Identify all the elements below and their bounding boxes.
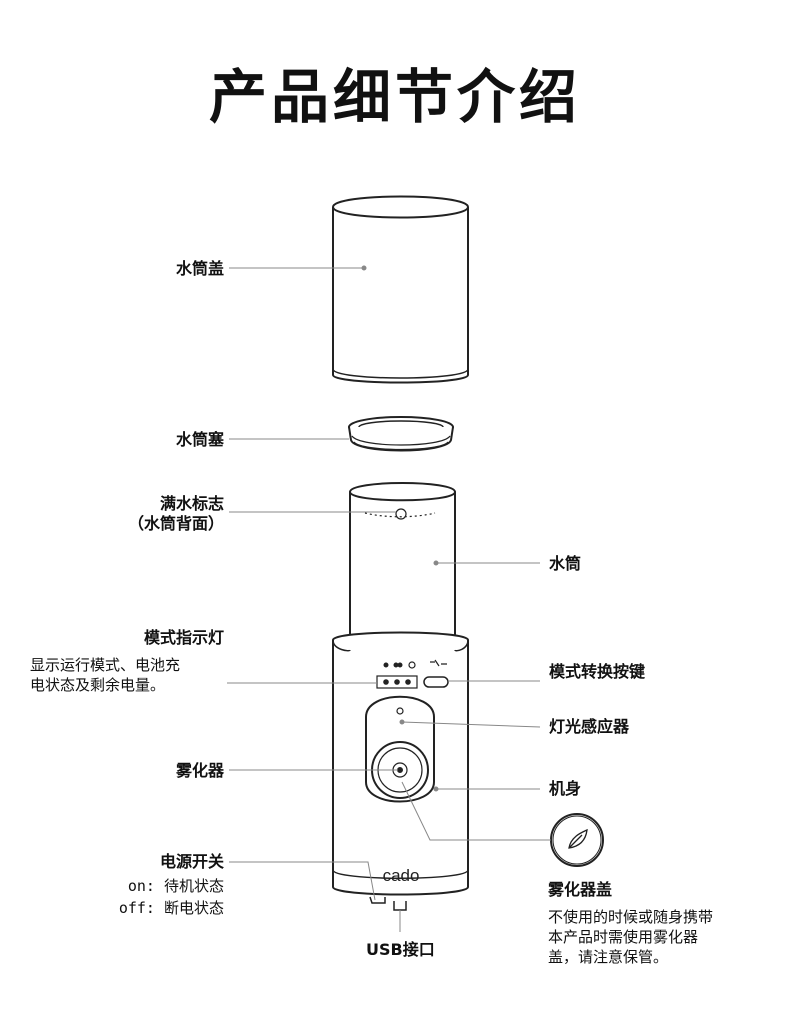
atomizer-cover-desc-1: 不使用的时候或随身携带 <box>548 908 714 926</box>
label-water-tank: 水筒 <box>549 554 582 573</box>
water-tank-illustration <box>349 482 456 651</box>
label-water-plug: 水筒塞 <box>175 430 224 449</box>
atomizer-cover-desc-3: 盖，请注意保管。 <box>548 948 669 966</box>
atomizer-cover-illustration <box>550 813 604 867</box>
power-off-desc: off: 断电状态 <box>118 899 224 917</box>
leader-lines <box>227 265 551 932</box>
label-water-cover: 水筒盖 <box>175 259 224 278</box>
label-power-switch: 电源开关 <box>159 852 224 871</box>
water-cover-illustration <box>332 195 469 384</box>
label-full-mark-note: （水筒背面） <box>127 514 224 533</box>
mode-indicator-desc-1: 显示运行模式、电池充 <box>30 656 181 674</box>
atomizer-cover-desc-2: 本产品时需使用雾化器 <box>548 928 699 946</box>
label-mode-switch: 模式转换按键 <box>549 662 646 681</box>
power-on-desc: on: 待机状态 <box>127 877 224 895</box>
leaf-icon <box>568 828 588 849</box>
label-mode-indicator: 模式指示灯 <box>143 628 224 647</box>
page-title: 产品细节介绍 <box>208 63 581 131</box>
label-atomizer: 雾化器 <box>175 761 224 780</box>
brand-logo: cado <box>383 866 420 885</box>
label-body: 机身 <box>549 779 582 798</box>
label-light-sensor: 灯光感应器 <box>549 717 630 736</box>
water-plug-illustration <box>348 416 454 452</box>
label-atomizer-cover: 雾化器盖 <box>548 880 613 899</box>
label-full-mark: 满水标志 <box>159 494 224 513</box>
mode-indicator-desc-2: 电状态及剩余电量。 <box>30 676 166 694</box>
label-usb: USB接口 <box>366 940 435 959</box>
